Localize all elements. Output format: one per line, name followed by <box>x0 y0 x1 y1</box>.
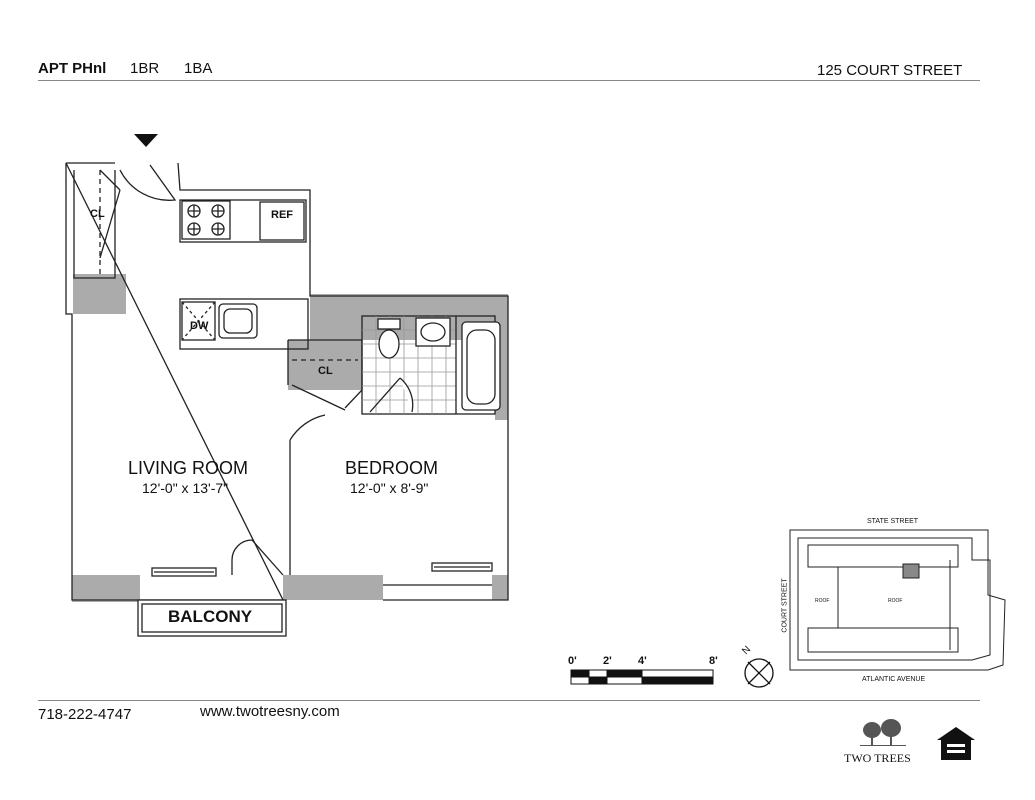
phone-number: 718-222-4747 <box>38 706 132 723</box>
toilet-tank-icon <box>377 318 401 330</box>
balcony-label: BALCONY <box>168 607 253 626</box>
bedroom-count: 1BR <box>130 60 160 77</box>
entry-closet-wall <box>73 170 116 279</box>
balcony <box>137 599 287 637</box>
toilet-icon <box>378 329 400 359</box>
refrigerator-label: REF <box>271 209 293 221</box>
floor-plan <box>65 162 509 637</box>
bathroom-tile-grid <box>362 316 456 414</box>
closet-door <box>99 169 121 259</box>
scale-bar <box>570 669 714 685</box>
entry-door <box>119 164 177 201</box>
dishwasher-icon <box>181 301 216 341</box>
apartment-number: APT PHnl <box>38 60 107 77</box>
building-address: 125 COURT STREET <box>817 62 963 79</box>
scale-tick-8: 8' <box>709 655 718 667</box>
bathroom-count: 1BA <box>184 60 213 77</box>
compass-icon <box>744 658 774 688</box>
kitchen-island <box>179 298 309 350</box>
brand-name: TWO TREES <box>844 751 911 765</box>
scale-tick-4: 4' <box>638 655 647 667</box>
bedroom-closet-label: CL <box>318 365 333 377</box>
header-divider <box>38 80 980 81</box>
stove-icon <box>181 200 231 240</box>
balcony-door <box>231 539 284 576</box>
scale-tick-0: 0' <box>568 655 577 667</box>
sink-icon <box>218 303 258 339</box>
unit-location-marker <box>902 563 920 579</box>
dishwasher-label: DW <box>190 320 209 332</box>
bathtub-icon <box>461 321 501 411</box>
site-plan <box>789 529 1006 671</box>
site-street-north: STATE STREET <box>867 518 919 525</box>
entry-arrow-icon <box>134 134 158 147</box>
bedroom-name: BEDROOM <box>345 458 439 478</box>
burner-icons <box>187 204 225 236</box>
footer-divider <box>38 700 980 701</box>
site-street-south: ATLANTIC AVENUE <box>862 676 926 683</box>
kitchen-counter <box>179 199 307 243</box>
bathroom-door <box>369 377 414 413</box>
site-street-west: COURT STREET <box>781 578 789 633</box>
living-room-dimensions: 12'-0" x 13'-7" <box>142 480 229 496</box>
living-room-name: LIVING ROOM <box>128 458 249 478</box>
outer-wall <box>65 162 509 601</box>
bedroom-closet-door <box>291 384 346 411</box>
entry-closet-label: CL <box>90 208 105 220</box>
bedroom-door <box>289 414 326 441</box>
bedroom-dimensions: 12'-0" x 8'-9" <box>350 480 429 496</box>
refrigerator-icon <box>259 201 305 241</box>
site-roof-label-1: ROOF <box>815 598 830 604</box>
scale-tick-2: 2' <box>603 655 612 667</box>
website-link[interactable]: www.twotreesny.com <box>200 703 340 720</box>
site-roof-label-2: ROOF <box>888 598 903 604</box>
